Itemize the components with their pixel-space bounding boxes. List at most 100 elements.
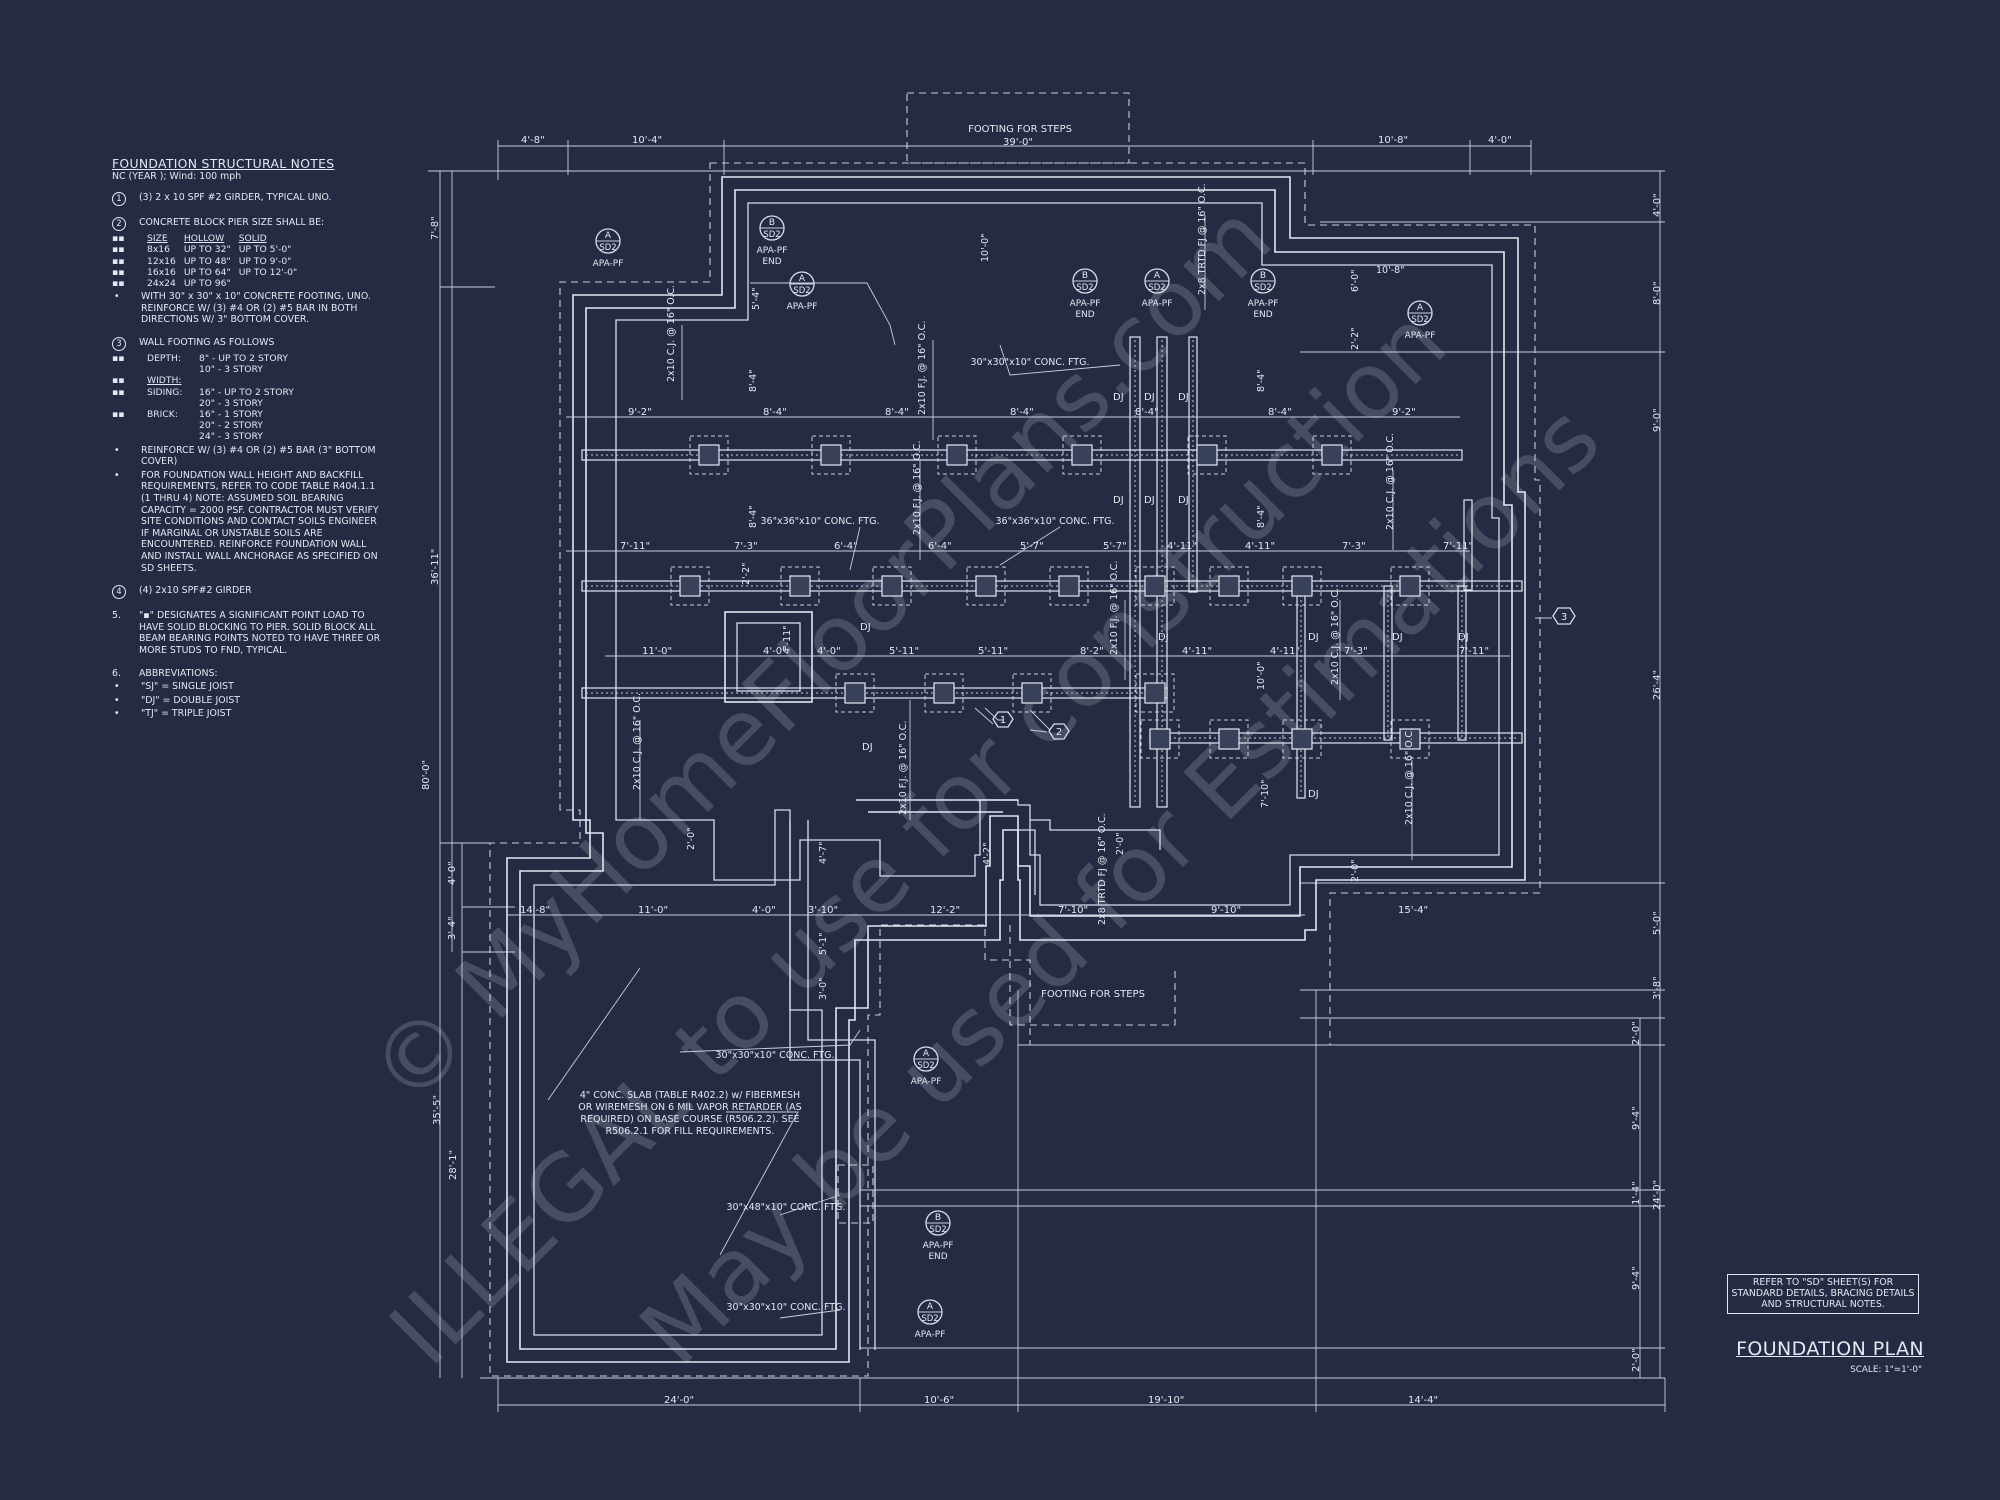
dim-r1-2: 8'-4" — [763, 407, 787, 418]
note-3: 3 WALL FOOTING AS FOLLOWS — [112, 336, 382, 351]
pier-cell: 16x16 — [147, 266, 176, 278]
dim-r1-4: 8'-4" — [1010, 407, 1034, 418]
dim-r1-6: 8'-4" — [1268, 407, 1292, 418]
dim-v-20: 10'-8" — [1376, 265, 1405, 276]
dim-r1-3: 8'-4" — [885, 407, 909, 418]
dim-r4-7: 9'-10" — [1211, 905, 1241, 916]
detail-end: END — [762, 257, 781, 267]
joist-span-arrows — [639, 215, 1413, 860]
pier — [811, 435, 851, 475]
depth-label: DEPTH: — [147, 352, 182, 364]
row-1-dimensions: 9'-2" 8'-4" 8'-4" 8'-4" 8'-4" 8'-4" 9'-2… — [628, 407, 1416, 418]
dim-r4-3: 4'-0" — [752, 905, 776, 916]
pier-head-size: SIZE — [147, 233, 168, 245]
abbr-3-text: "TJ" = TRIPLE JOIST — [141, 708, 232, 720]
note-5-text: "▪" DESIGNATES A SIGNIFICANT POINT LOAD … — [139, 610, 381, 656]
dim-v-13: 2'-0" — [1115, 833, 1126, 856]
detail-letter: B — [935, 1213, 941, 1223]
detail-letter: B — [1260, 271, 1266, 281]
joist-label-3: 2x10 F.J. @ 16" O.C. — [912, 441, 923, 535]
pier — [1209, 719, 1249, 759]
row-3-dimensions: 11'-0" 4'-0" 4'-0" 5'-11" 5'-11" 8'-2" 4… — [642, 646, 1489, 657]
dj-5: DJ — [1144, 495, 1155, 506]
tag-1-text: 1 — [1000, 715, 1006, 726]
depth-1: 8" - UP TO 2 STORY — [199, 352, 289, 364]
dim-right-1: 4'-0" — [1652, 193, 1663, 217]
slab-note-line-4: R506.2.1 FOR FILL REQUIREMENTS. — [606, 1126, 775, 1137]
dim-top-2: 10'-4" — [632, 135, 662, 146]
detail-sheet: SD2 — [1148, 283, 1165, 293]
dim-left-1: 7'-8" — [430, 216, 441, 240]
plan-title: FOUNDATION PLAN — [1736, 1338, 1924, 1360]
detail-sheet: SD2 — [793, 286, 810, 296]
dim-r3-4: 5'-11" — [889, 646, 919, 657]
dj-1: DJ — [1113, 392, 1124, 403]
pier — [1282, 719, 1322, 759]
joist-label-5: 2x10 F.J. @ 16" O.C. — [1109, 561, 1120, 655]
dim-r3-3: 4'-0" — [817, 646, 841, 657]
joist-label-9: 2x8 TRTD FJ @ 16" O.C. — [1197, 183, 1208, 295]
pier-cell: UP TO 64" — [183, 266, 231, 278]
pier — [1135, 673, 1175, 713]
pier-cell: UP TO 5'-0" — [238, 244, 292, 256]
dim-v-11: 3'-0" — [818, 978, 829, 1001]
brick-3: 24" - 3 STORY — [199, 431, 263, 443]
dim-top-4: 4'-0" — [1488, 135, 1512, 146]
joist-label-4: 2x10 C.J. @ 16" O.C. — [1385, 433, 1396, 530]
pier — [872, 566, 912, 606]
pier-cell: UP TO 9'-0" — [238, 255, 292, 267]
abbr-2: •"DJ" = DOUBLE JOIST — [112, 695, 382, 707]
footing-leaders — [547, 282, 1552, 1319]
brick-2: 20" - 2 STORY — [199, 420, 263, 432]
ftg-30-3-text: 30"x30"x10" CONC. FTG. — [726, 1302, 845, 1313]
dj-10: DJ — [1392, 632, 1403, 643]
pier-head-solid: SOLID — [238, 233, 267, 245]
note-3b-text: REINFORCE W/ (3) #4 OR (2) #5 BAR (3" BO… — [141, 444, 376, 468]
dj-labels: DJ DJ DJ DJ DJ DJ DJ DJ DJ DJ DJ DJ DJ — [860, 392, 1469, 800]
dim-v-3: 8'-4" — [748, 506, 759, 529]
numbered-tags: 1 2 3 — [974, 607, 1576, 740]
dj-8: DJ — [1158, 632, 1169, 643]
dim-top-1: 4'-8" — [521, 135, 545, 146]
note-3-number: 3 — [112, 336, 126, 351]
dim-r1-1: 9'-2" — [628, 407, 652, 418]
abbr-2-text: "DJ" = DOUBLE JOIST — [141, 694, 241, 706]
dim-r2-2: 7'-3" — [734, 541, 758, 552]
dim-v-18: 2'-2" — [741, 563, 752, 586]
detail-letter: B — [769, 218, 775, 228]
dim-right-9: 24'-0" — [1652, 1180, 1663, 1210]
pier — [1062, 435, 1102, 475]
note-4: 4 (4) 2x10 SPF#2 GIRDER — [112, 585, 382, 600]
dim-r2-7: 4'-11" — [1167, 541, 1197, 552]
detail-label: APA-PF — [1142, 299, 1173, 309]
dim-top-3: 10'-8" — [1378, 135, 1408, 146]
siding-2: 20" - 3 STORY — [199, 397, 263, 409]
top-dimensions: 4'-8" 10'-4" 10'-8" 4'-0" — [521, 135, 1512, 146]
footing-steps-dim: 39'-0" — [1003, 137, 1033, 148]
dim-r4-1: 14'-8" — [520, 905, 550, 916]
abbr-1: •"SJ" = SINGLE JOIST — [112, 681, 382, 693]
dim-r2-8: 4'-11" — [1245, 541, 1275, 552]
note-6-number: 6. — [112, 667, 121, 679]
dim-bottom-2: 10'-6" — [924, 1395, 954, 1406]
interior-dimension-lines — [507, 416, 1510, 916]
dim-right-3: 9'-0" — [1652, 408, 1663, 432]
joist-label-11: 2x10 C.J. @ 16" O.C. — [1404, 728, 1415, 825]
tag-3: 3 — [1552, 607, 1576, 625]
tag-2: 2 — [1029, 709, 1070, 740]
detail-sheet: SD2 — [929, 1225, 946, 1235]
dj-12: DJ — [862, 742, 873, 753]
dim-r2-6: 5'-7" — [1103, 541, 1127, 552]
detail-label: APA-PF — [1248, 299, 1279, 309]
pier-cell: UP TO 96" — [183, 278, 231, 289]
dim-left-4: 4'-0" — [447, 861, 458, 885]
slab-note-line-3: REQUIRED) ON BASE COURSE (R506.2.2). SEE — [580, 1114, 799, 1125]
detail-letter: A — [1154, 271, 1161, 281]
note-4-text: (4) 2x10 SPF#2 GIRDER — [139, 585, 252, 597]
detail-label: APA-PF — [1405, 331, 1436, 341]
dim-r4-4: 3'-10" — [808, 905, 838, 916]
dim-right-10: 1'-4" — [1631, 1181, 1642, 1205]
pier — [1135, 566, 1175, 606]
detail-sheet: SD2 — [599, 243, 616, 253]
